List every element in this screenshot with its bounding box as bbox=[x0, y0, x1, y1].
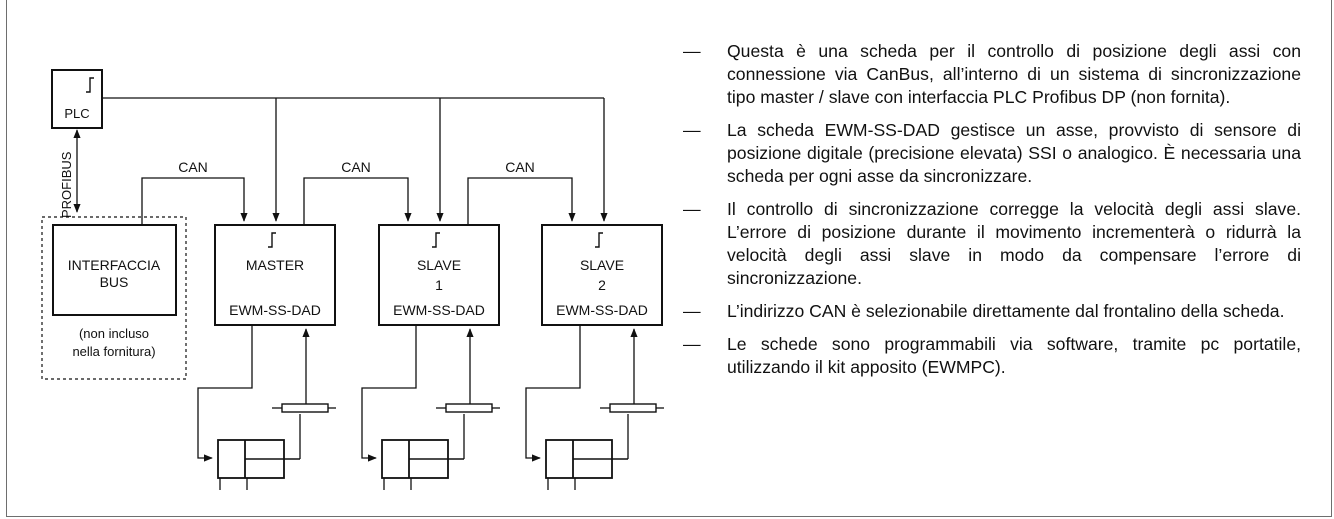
card-slave-2: SLAVE 2 EWM-SS-DAD bbox=[541, 224, 663, 326]
bullet-dash: — bbox=[683, 199, 701, 219]
bullet-dash: — bbox=[683, 334, 701, 354]
interface-dashed-region bbox=[41, 216, 187, 380]
actuator-group bbox=[197, 325, 336, 490]
interface-label-line2: BUS bbox=[100, 274, 129, 290]
card-model: EWM-SS-DAD bbox=[556, 302, 648, 318]
card-label: SLAVE bbox=[417, 257, 461, 273]
description-text: Le schede sono programmabili via softwar… bbox=[727, 334, 1301, 377]
card-slave-1: SLAVE 1 EWM-SS-DAD bbox=[378, 224, 500, 326]
interface-note-line1: (non incluso bbox=[79, 326, 149, 341]
description-item: — Il controllo di sincronizzazione corre… bbox=[683, 198, 1301, 290]
description-item: — Le schede sono programmabili via softw… bbox=[683, 333, 1301, 379]
interface-bus-block: INTERFACCIA BUS (non incluso nella forni… bbox=[52, 224, 177, 359]
profibus-label: PROFIBUS bbox=[59, 151, 74, 218]
actuator-group bbox=[361, 325, 500, 490]
description-item: — Questa è una scheda per il controllo d… bbox=[683, 40, 1301, 109]
trigger-symbol-icon bbox=[268, 232, 276, 248]
plc-label: PLC bbox=[64, 106, 89, 121]
description-list: — Questa è una scheda per il controllo d… bbox=[683, 40, 1301, 389]
card-index: 1 bbox=[435, 277, 443, 293]
interface-label-line1: INTERFACCIA bbox=[68, 257, 161, 273]
trigger-symbol-icon bbox=[86, 77, 94, 93]
description-text: L’indirizzo CAN è selezionabile direttam… bbox=[727, 301, 1285, 321]
description-item: — L’indirizzo CAN è selezionabile dirett… bbox=[683, 300, 1301, 323]
trigger-symbol-icon bbox=[595, 232, 603, 248]
actuator-group bbox=[525, 325, 664, 490]
interface-note-line2: nella fornitura) bbox=[72, 344, 155, 359]
card-master: MASTER EWM-SS-DAD bbox=[214, 224, 336, 326]
card-model: EWM-SS-DAD bbox=[229, 302, 321, 318]
card-label: SLAVE bbox=[580, 257, 624, 273]
profibus-link: PROFIBUS bbox=[59, 129, 81, 218]
can-label-1: CAN bbox=[178, 159, 208, 175]
trigger-symbol-icon bbox=[432, 232, 440, 248]
card-index: 2 bbox=[598, 277, 606, 293]
can-links bbox=[141, 177, 576, 225]
description-text: Questa è una scheda per il controllo di … bbox=[727, 41, 1301, 107]
can-label-2: CAN bbox=[341, 159, 371, 175]
bullet-dash: — bbox=[683, 120, 701, 140]
card-model: EWM-SS-DAD bbox=[393, 302, 485, 318]
bullet-dash: — bbox=[683, 301, 701, 321]
plc-output-lines bbox=[102, 97, 608, 222]
can-label-3: CAN bbox=[505, 159, 535, 175]
plc-block: PLC bbox=[51, 69, 103, 129]
description-item: — La scheda EWM-SS-DAD gestisce un asse,… bbox=[683, 119, 1301, 188]
bullet-dash: — bbox=[683, 41, 701, 61]
description-text: La scheda EWM-SS-DAD gestisce un asse, p… bbox=[727, 120, 1301, 186]
description-text: Il controllo di sincronizzazione corregg… bbox=[727, 199, 1301, 288]
card-label: MASTER bbox=[246, 257, 304, 273]
